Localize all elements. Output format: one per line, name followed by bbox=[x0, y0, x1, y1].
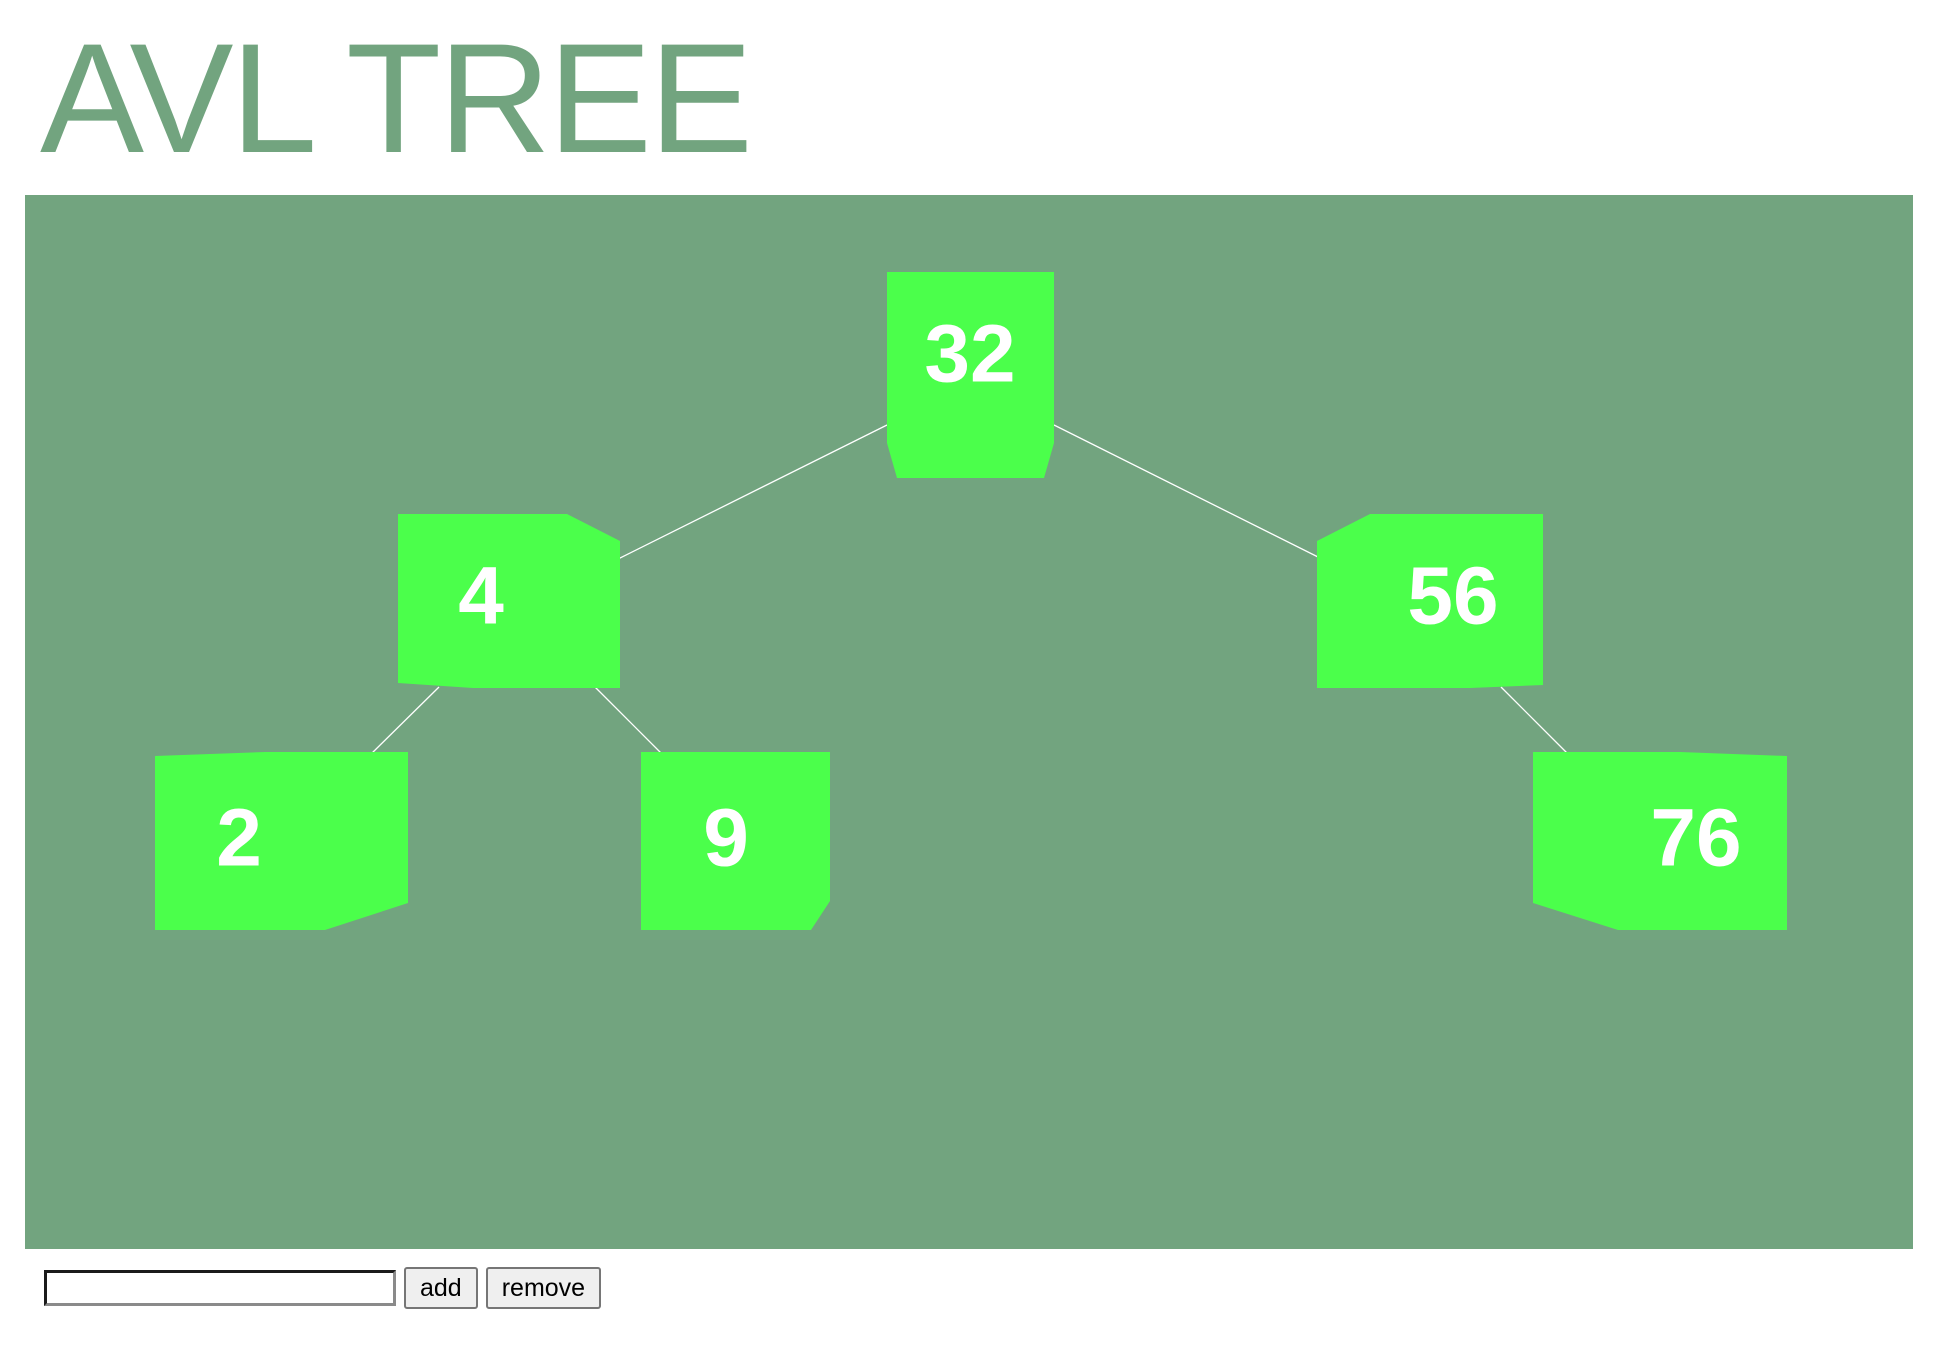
node-box bbox=[398, 514, 620, 688]
page-title: AVL TREE bbox=[40, 12, 753, 186]
edge-32-56 bbox=[1053, 424, 1345, 571]
edge-4-9 bbox=[594, 686, 667, 759]
tree-node-2[interactable]: 2 bbox=[155, 752, 408, 930]
controls-bar: add remove bbox=[44, 1266, 609, 1310]
edge-4-2 bbox=[366, 686, 440, 759]
tree-canvas: 32 4 56 2 9 76 bbox=[25, 195, 1913, 1249]
node-box bbox=[641, 752, 830, 930]
node-label: 56 bbox=[1407, 551, 1498, 642]
edge-32-4 bbox=[595, 424, 888, 571]
node-box bbox=[1533, 752, 1787, 930]
tree-node-56[interactable]: 56 bbox=[1317, 514, 1543, 688]
edge-56-76 bbox=[1500, 686, 1573, 759]
node-label: 9 bbox=[703, 793, 749, 884]
tree-node-76[interactable]: 76 bbox=[1533, 752, 1787, 930]
tree-node-32[interactable]: 32 bbox=[887, 272, 1054, 478]
node-label: 4 bbox=[458, 551, 504, 642]
tree-node-4[interactable]: 4 bbox=[398, 514, 620, 688]
node-box bbox=[155, 752, 408, 930]
remove-button[interactable]: remove bbox=[485, 1267, 602, 1309]
node-box bbox=[887, 272, 1054, 478]
node-label: 2 bbox=[216, 793, 262, 884]
node-label: 76 bbox=[1650, 793, 1741, 884]
tree-diagram: 32 4 56 2 9 76 bbox=[155, 272, 1787, 930]
node-box bbox=[1317, 514, 1543, 688]
value-input[interactable] bbox=[44, 1270, 396, 1306]
node-label: 32 bbox=[924, 309, 1015, 400]
tree-node-9[interactable]: 9 bbox=[641, 752, 830, 930]
add-button[interactable]: add bbox=[404, 1267, 478, 1309]
